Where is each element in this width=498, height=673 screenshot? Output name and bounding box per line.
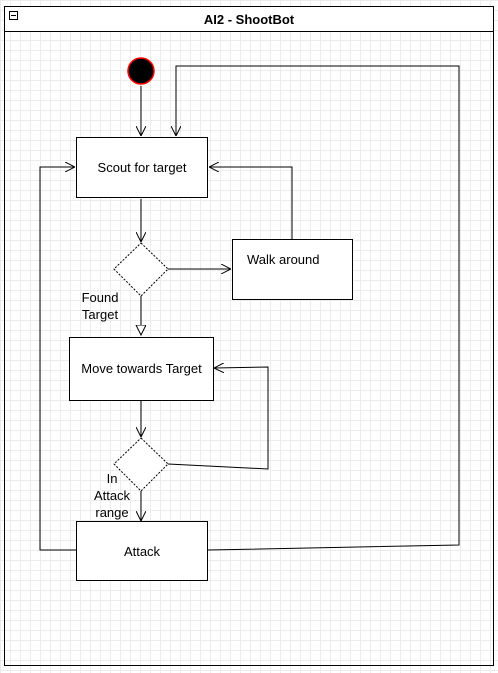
swimlane-pool[interactable]: AI2 - ShootBot (4, 6, 494, 666)
label-found-target: Found Target (74, 289, 126, 323)
pool-header: AI2 - ShootBot (5, 7, 493, 32)
edge-walk-to-scout[interactable] (210, 167, 293, 239)
node-label: Walk around (247, 252, 320, 267)
decision-found-target[interactable] (113, 242, 169, 297)
node-scout-for-target[interactable]: Scout for target (76, 137, 208, 198)
edge-attack-to-scout-left[interactable] (39, 167, 76, 551)
node-move-towards-target[interactable]: Move towards Target (69, 337, 214, 401)
node-label: Move towards Target (81, 361, 202, 376)
label-line: Found (81, 290, 119, 305)
node-walk-around[interactable]: Walk around (232, 239, 353, 300)
label-line: Attack (93, 488, 131, 503)
label-line: Target (81, 307, 119, 322)
node-label: Attack (123, 544, 161, 559)
label-in-attack-range: In Attack range (86, 470, 138, 521)
edge-attack-to-scout-right[interactable] (176, 65, 460, 551)
edge-decision2-to-move[interactable] (167, 367, 269, 470)
pool-title: AI2 - ShootBot (203, 12, 295, 27)
label-line: range (95, 505, 129, 520)
node-attack[interactable]: Attack (76, 521, 208, 581)
decision-in-range[interactable] (113, 437, 169, 492)
node-label: Scout for target (97, 160, 187, 175)
label-line: In (106, 471, 118, 486)
collapse-icon[interactable] (9, 11, 18, 20)
start-node[interactable] (127, 57, 155, 85)
